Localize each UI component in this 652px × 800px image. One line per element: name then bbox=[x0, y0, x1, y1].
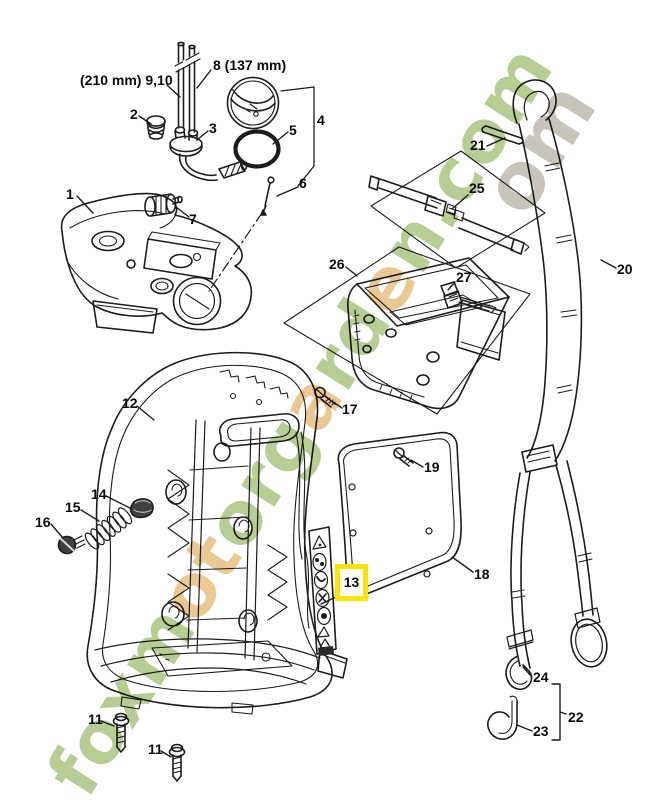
part-label-9-10: (210 mm) 9,10 bbox=[80, 72, 173, 88]
part-label-11a: 11 bbox=[88, 711, 103, 727]
strap-pin-drawing bbox=[481, 125, 524, 145]
o-ring-drawing bbox=[233, 129, 281, 169]
part-label-13: 13 bbox=[343, 574, 360, 590]
part-label-15: 15 bbox=[65, 499, 81, 515]
screw-11a-drawing bbox=[112, 712, 130, 753]
part-label-14: 14 bbox=[91, 486, 107, 502]
part-label-18: 18 bbox=[474, 566, 490, 582]
grommet-drawing bbox=[146, 115, 166, 140]
part-label-25: 25 bbox=[469, 180, 485, 196]
backplate-drawing bbox=[86, 351, 348, 715]
spring-group-drawing bbox=[57, 498, 154, 555]
part-label-24: 24 bbox=[533, 669, 549, 685]
highlight-box: 13 bbox=[335, 564, 368, 601]
part-label-17: 17 bbox=[342, 401, 358, 417]
fuel-tubes-drawing bbox=[172, 41, 203, 133]
screw-19-drawing bbox=[393, 447, 414, 467]
s-hook-drawing bbox=[487, 695, 518, 740]
part-label-2: 2 bbox=[130, 106, 138, 122]
part-label-22: 22 bbox=[568, 709, 584, 725]
tank-grommet-elbow-drawing bbox=[169, 126, 248, 182]
part-label-26: 26 bbox=[329, 256, 345, 272]
screw-11b-drawing bbox=[168, 743, 186, 782]
part-label-7: 7 bbox=[189, 211, 197, 227]
part-label-5: 5 bbox=[289, 122, 297, 138]
centerline-dashdot bbox=[208, 212, 263, 292]
part-label-27: 27 bbox=[456, 269, 472, 285]
hip-strap-assembly-drawing bbox=[368, 150, 546, 269]
leader-lines bbox=[50, 69, 617, 758]
part-label-1: 1 bbox=[66, 186, 74, 202]
part-label-21: 21 bbox=[470, 137, 486, 153]
part-label-4: 4 bbox=[317, 112, 325, 128]
back-pad-drawing bbox=[337, 431, 462, 596]
part-label-19: 19 bbox=[424, 459, 440, 475]
cap-retainer-pin-drawing bbox=[260, 176, 275, 216]
part-label-23: 23 bbox=[533, 723, 549, 739]
part-label-8: 8 (137 mm) bbox=[213, 57, 287, 73]
part-label-20: 20 bbox=[617, 261, 633, 277]
filler-cap-drawing bbox=[226, 76, 280, 130]
part-label-12: 12 bbox=[122, 395, 138, 411]
storage-box-drawing bbox=[283, 246, 531, 415]
part-label-6: 6 bbox=[299, 175, 307, 191]
part-label-16: 16 bbox=[35, 514, 51, 530]
part-label-3: 3 bbox=[209, 120, 217, 136]
warning-label-strip-drawing bbox=[308, 526, 337, 656]
shoulder-strap-drawing bbox=[506, 79, 608, 669]
fuel-tank-drawing bbox=[60, 192, 253, 334]
box-clip-drawing bbox=[440, 281, 497, 314]
part-label-11b: 11 bbox=[148, 741, 163, 757]
bracket-4-lines bbox=[280, 86, 315, 187]
